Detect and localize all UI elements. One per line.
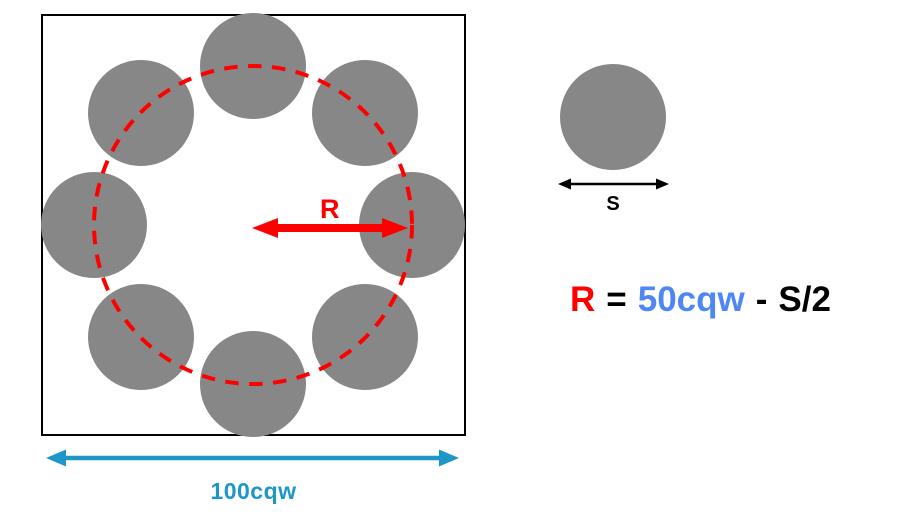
container-width-arrow-icon: [46, 449, 459, 467]
radius-label: R: [320, 194, 340, 224]
dashed-radius-circle: [92, 64, 414, 386]
formula-equals: =: [606, 280, 627, 319]
formula-term2: S/2: [778, 280, 831, 319]
ring-circle-left: [41, 172, 147, 278]
ring-circle-bottom-left: [88, 284, 194, 390]
container-width-label: 100cqw: [210, 478, 297, 504]
radius-arrow-icon: [252, 218, 408, 238]
formula-term1: 50cqw: [637, 280, 745, 319]
radius-formula: R = 50cqw - S/2: [570, 282, 831, 317]
sample-circle: [560, 64, 666, 170]
item-size-arrow-icon: [558, 178, 669, 190]
formula-minus: -: [755, 280, 768, 319]
formula-lhs: R: [570, 280, 596, 319]
size-label: S: [606, 193, 620, 215]
